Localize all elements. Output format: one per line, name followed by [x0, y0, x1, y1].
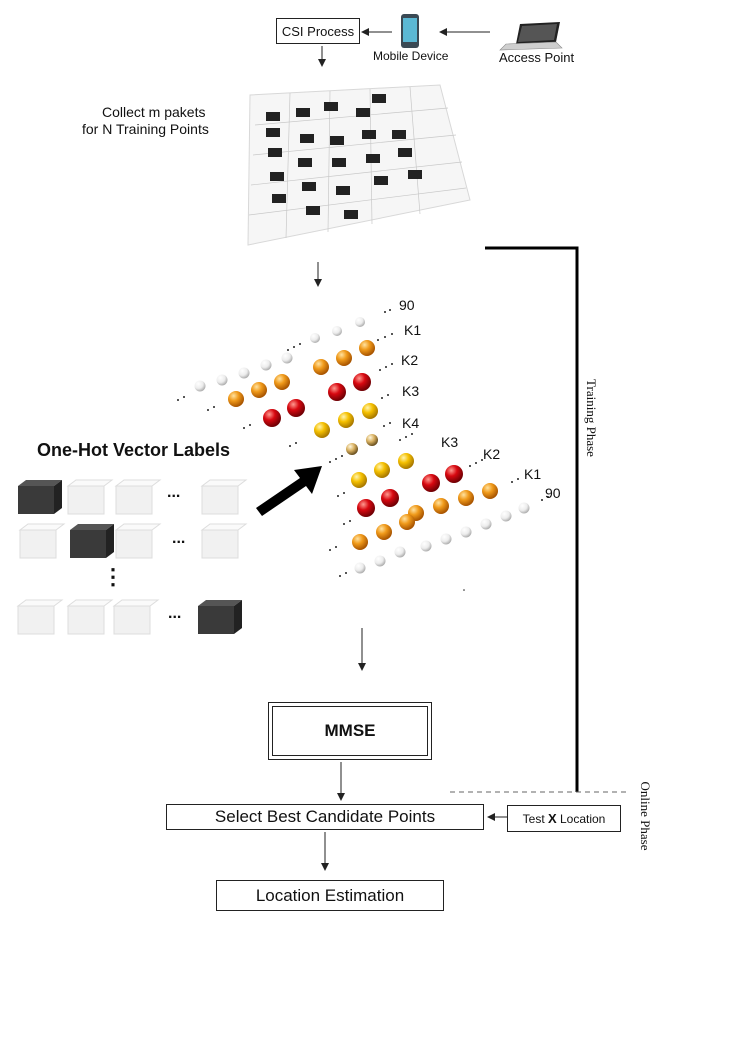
- test-suffix: Location: [556, 811, 606, 826]
- lower-label-k1: K1: [524, 466, 542, 482]
- upper-label-k2: K2: [401, 352, 419, 368]
- test-prefix: Test: [522, 811, 548, 826]
- test-x: X: [547, 811, 557, 826]
- access-point-label: Access Point: [499, 50, 575, 65]
- lower-layer-stack: [329, 433, 549, 591]
- mobile-device-icon: [401, 14, 419, 48]
- row3-ellipsis: ...: [168, 605, 182, 622]
- upper-label-90: 90: [399, 297, 415, 313]
- mmse-box: MMSE: [272, 706, 428, 756]
- collect-line2: for N Training Points: [82, 121, 209, 137]
- collect-line1: Collect m pakets: [102, 104, 206, 120]
- csi-process-box: CSI Process: [276, 18, 360, 44]
- test-location-box: Test X Location: [507, 805, 621, 832]
- mmse-box-outer: MMSE: [268, 702, 432, 760]
- mobile-device-label: Mobile Device: [373, 49, 449, 63]
- laptop-icon: [499, 22, 563, 51]
- upper-label-k4: K4: [402, 415, 420, 431]
- upper-label-k3: K3: [402, 383, 420, 399]
- training-phase-label: Training Phase: [584, 379, 599, 457]
- lower-label-k3: K3: [441, 434, 459, 450]
- big-black-arrow: [256, 466, 322, 516]
- lower-label-90: 90: [545, 485, 561, 501]
- online-phase-label: Online Phase: [638, 781, 653, 851]
- training-phase-bracket: [485, 246, 579, 792]
- row1-ellipsis: ...: [167, 484, 181, 501]
- row2-ellipsis: ...: [172, 530, 186, 547]
- one-hot-cube-grid: [16, 479, 248, 635]
- vertical-ellipsis: ⋮: [102, 564, 124, 589]
- lower-label-k2: K2: [483, 446, 501, 462]
- upper-label-k1: K1: [404, 322, 422, 338]
- one-hot-title: One-Hot Vector Labels: [37, 440, 231, 460]
- select-best-box: Select Best Candidate Points: [166, 804, 484, 830]
- training-points-grid-image: [247, 84, 471, 246]
- upper-layer-stack: [177, 309, 393, 447]
- laptop-grid: [266, 94, 422, 219]
- location-estimation-box: Location Estimation: [216, 880, 444, 911]
